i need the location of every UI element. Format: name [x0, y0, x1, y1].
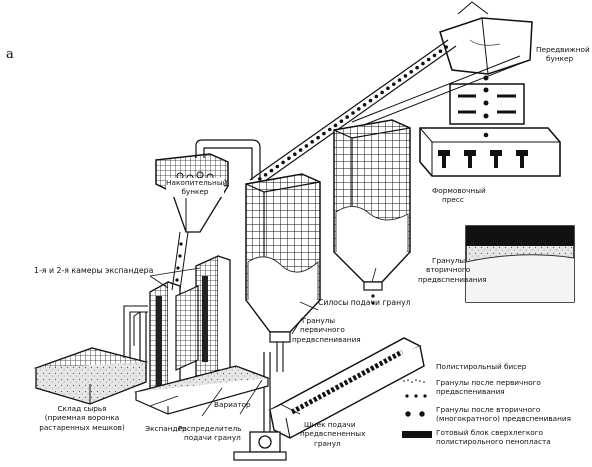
- base-platform: [134, 365, 271, 415]
- granule-dot: [397, 78, 402, 82]
- granule-dot: [444, 45, 449, 49]
- drop-chute-to-press: [449, 75, 525, 125]
- granule-dot: [432, 53, 437, 58]
- granule-dot: [392, 82, 396, 86]
- label-molding-press: Формовочный пресс: [432, 186, 486, 205]
- expander-chambers: [133, 254, 231, 404]
- label-variator: Вариатор: [214, 400, 251, 409]
- legend-symbol-black-bar: [402, 431, 432, 438]
- label-storage-bunker: Накопительный бункер: [166, 178, 228, 197]
- granule-dot: [345, 115, 350, 119]
- granule-dot: [362, 103, 367, 107]
- granule-dot: [310, 140, 315, 144]
- granule-dot: [339, 119, 344, 123]
- label-silos: Силосы подачи гранул: [318, 298, 411, 307]
- legend-symbol-tiny-dots: [403, 379, 425, 383]
- granule-dot: [281, 160, 285, 165]
- finished-block-image: [465, 225, 575, 303]
- legend-symbols: [402, 379, 432, 438]
- figure-letter: a: [6, 47, 14, 62]
- molding-press: [419, 127, 561, 177]
- legend-symbol-small-dots: [405, 394, 427, 398]
- screw-feeder: [233, 337, 425, 461]
- label-mobile-bunker: Передвижной бункер: [536, 45, 590, 64]
- label-screw-feeder: Шнек подачи предвспененных гранул: [300, 420, 366, 448]
- leader-lines: [149, 267, 377, 417]
- label-primary-granules: Гранулы первичного предвспенивания: [292, 316, 361, 344]
- mobile-bunker: [439, 1, 533, 75]
- granule-dot: [263, 173, 268, 177]
- granule-dot: [374, 94, 379, 99]
- legend-item-0: Полистирольный бисер: [436, 362, 527, 371]
- silo-secondary: [333, 119, 411, 305]
- granule-dot: [287, 156, 291, 161]
- label-expander-chambers: 1-я и 2-я камеры экспандера: [34, 266, 154, 275]
- legend-item-3: Готовый блок сверхлегкого полистирольног…: [436, 428, 551, 446]
- granule-dot: [426, 57, 431, 62]
- label-distributor: Распределитель подачи гранул: [178, 424, 242, 443]
- pneumatic-line-to-mobile-bunker: [249, 39, 525, 187]
- granule-dot: [322, 131, 326, 136]
- label-expander: Экспандер: [145, 424, 187, 433]
- label-raw-store: Склад сырья (приемная воронка растаренны…: [39, 404, 125, 432]
- pipe-storage-to-silo: [195, 139, 261, 180]
- raw-material-store: [33, 347, 149, 405]
- feed-line-bunker-to-expander: [171, 198, 189, 291]
- legend-item-1: Гранулы после первичного предвспенивания: [436, 378, 541, 396]
- granule-dot: [368, 98, 373, 103]
- granule-dot: [357, 107, 361, 111]
- granule-dot: [403, 74, 408, 78]
- label-secondary-granules: Гранулы вторичного предвспенивания: [418, 256, 487, 284]
- granule-dot: [304, 144, 309, 148]
- granule-dot: [298, 148, 303, 152]
- granule-dot: [415, 65, 419, 70]
- granule-dot: [351, 111, 355, 115]
- granule-dot: [316, 135, 320, 140]
- granule-dot: [409, 70, 414, 74]
- granule-dot: [293, 152, 297, 156]
- granule-dot: [386, 86, 390, 91]
- silo-primary: [245, 173, 321, 343]
- granule-dot: [421, 61, 425, 66]
- granule-dot: [333, 123, 338, 128]
- granule-dot: [438, 49, 443, 53]
- granule-dot: [269, 168, 274, 173]
- granule-dot: [275, 164, 280, 169]
- legend-item-2: Гранулы после вторичного (многократного)…: [436, 405, 572, 423]
- granule-dot: [327, 127, 332, 132]
- granule-dot: [380, 90, 384, 95]
- legend-symbol-large-dots: [405, 411, 425, 417]
